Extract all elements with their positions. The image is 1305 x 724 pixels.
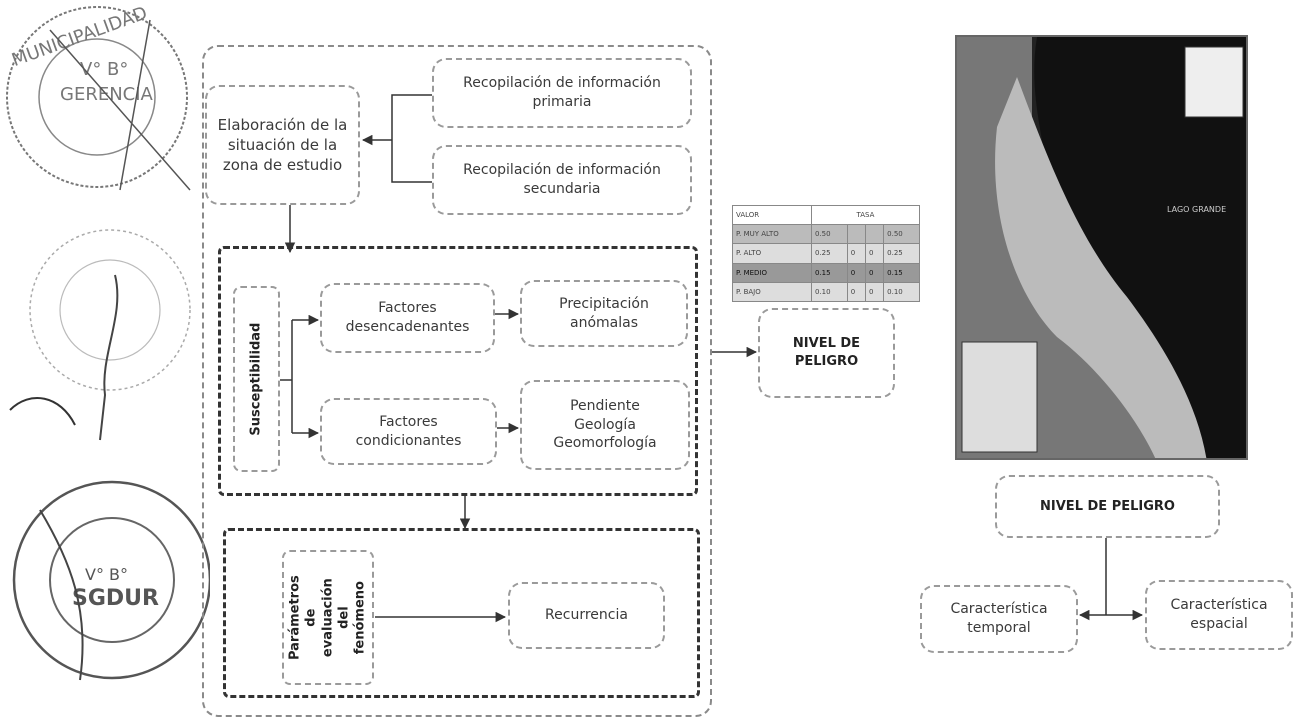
- municipal-stamp-bottom: V° B° SGDUR: [12, 480, 210, 681]
- main-process-frame: [202, 45, 712, 717]
- elaboracion-label: Elaboración de la situación de la zona d…: [217, 115, 348, 175]
- info-primaria-box: Recopilación de información primaria: [432, 58, 692, 128]
- condicionantes-label: Factores condicionantes: [355, 413, 462, 449]
- map-graphic: LAGO GRANDE: [957, 37, 1246, 458]
- precipitacion-box: Precipitación anómalas: [520, 280, 688, 347]
- nivel-peligro-center-label: NIVEL DE PELIGRO: [792, 336, 861, 369]
- table-header-cell: TASA: [810, 204, 921, 226]
- svg-text:V° B°: V° B°: [85, 565, 128, 584]
- pendiente-label: Pendiente Geología Geomorfología: [553, 397, 657, 452]
- parameters-frame: [223, 528, 700, 698]
- table-header-cell: VALOR: [732, 204, 812, 226]
- parametros-box: Parámetros de evaluación del fenómeno: [282, 550, 374, 685]
- parametros-label: Parámetros de evaluación del fenómeno: [287, 575, 368, 660]
- pendiente-box: Pendiente Geología Geomorfología: [520, 380, 690, 470]
- factores-condicionantes-box: Factores condicionantes: [320, 398, 497, 465]
- svg-text:V° B°: V° B°: [80, 59, 128, 80]
- elaboracion-box: Elaboración de la situación de la zona d…: [205, 85, 360, 205]
- temporal-label: Característica temporal: [950, 601, 1048, 636]
- susceptibilidad-box: Susceptibilidad: [233, 286, 280, 472]
- desencadenantes-label: Factores desencadenantes: [345, 300, 470, 335]
- recurrencia-label: Recurrencia: [545, 607, 628, 624]
- nivel-peligro-center-box: NIVEL DE PELIGRO: [758, 308, 895, 398]
- precipitacion-label: Precipitación anómalas: [559, 295, 649, 331]
- nivel-peligro-right-box: NIVEL DE PELIGRO: [995, 475, 1220, 538]
- nivel-peligro-right-label: NIVEL DE PELIGRO: [1040, 498, 1175, 514]
- info-secundaria-box: Recopilación de información secundaria: [432, 145, 692, 215]
- municipal-stamp-middle: [9, 229, 191, 441]
- map-label: LAGO GRANDE: [1167, 205, 1226, 214]
- svg-text:SGDUR: SGDUR: [72, 586, 159, 611]
- caracteristica-espacial-box: Característica espacial: [1145, 580, 1293, 650]
- info-primaria-label: Recopilación de información primaria: [463, 75, 661, 110]
- susceptibility-frame: [218, 246, 698, 496]
- caracteristica-temporal-box: Característica temporal: [920, 585, 1078, 653]
- factores-desencadenantes-box: Factores desencadenantes: [320, 283, 495, 353]
- susceptibilidad-label: Susceptibilidad: [248, 322, 264, 436]
- recurrencia-box: Recurrencia: [508, 582, 665, 649]
- hazard-map: LAGO GRANDE: [955, 35, 1248, 460]
- info-secundaria-label: Recopilación de información secundaria: [463, 162, 661, 197]
- municipal-stamp-top: GERENCIA V° B° MUNICIPALIDAD: [6, 3, 191, 191]
- espacial-label: Característica espacial: [1170, 597, 1268, 632]
